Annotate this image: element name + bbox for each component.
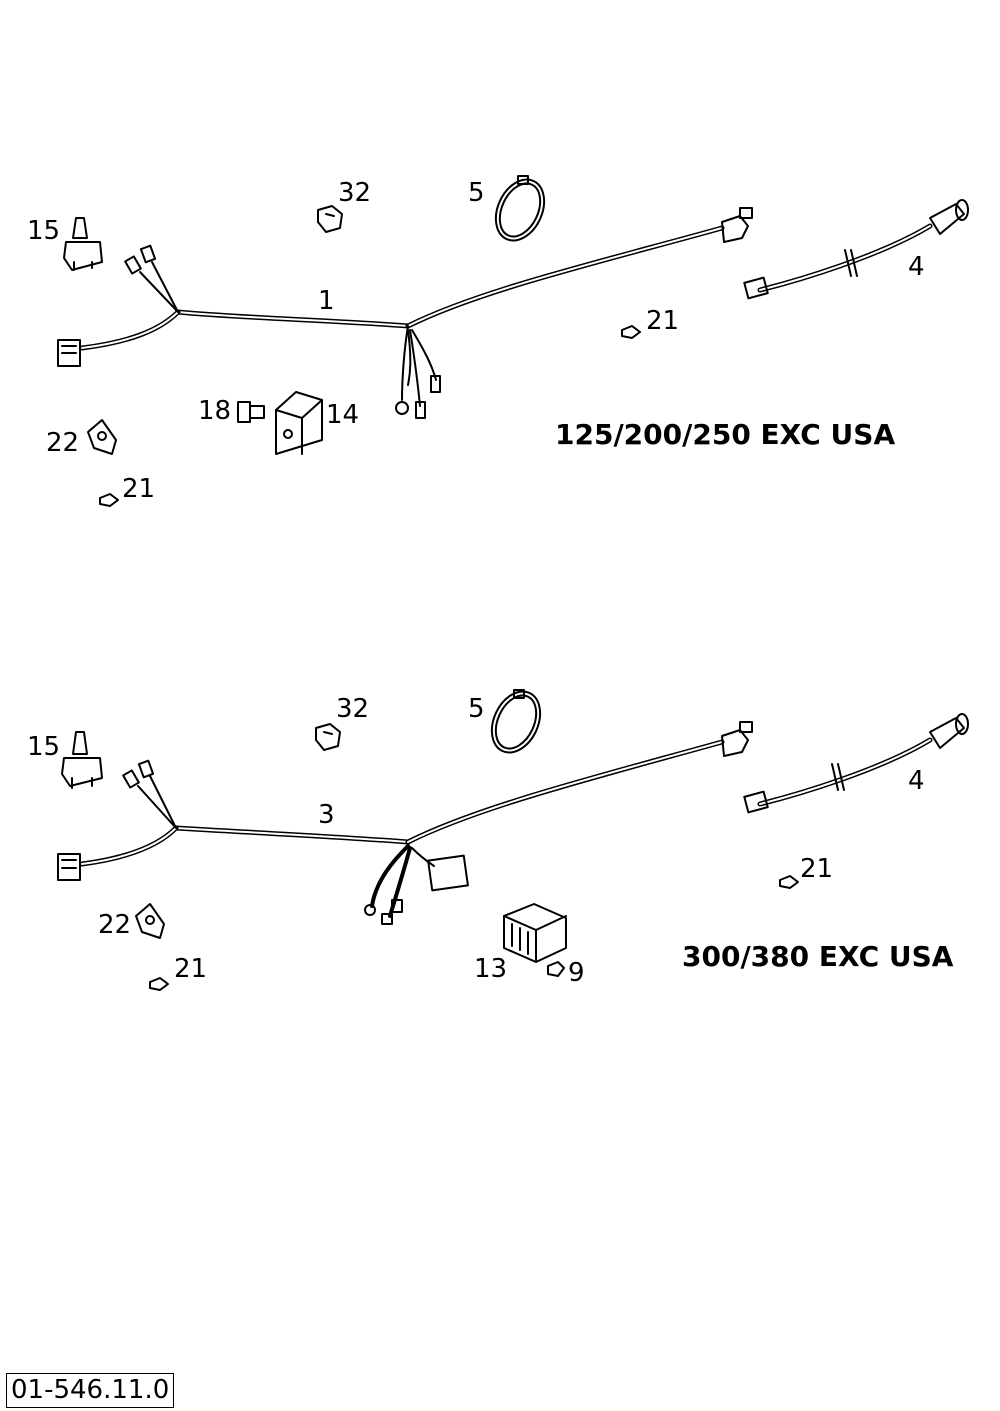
callout-5: 5 <box>468 694 485 724</box>
callout-18: 18 <box>198 396 232 426</box>
panel-1-drawing <box>57 175 969 507</box>
callout-9: 9 <box>568 958 585 988</box>
cable-4-part <box>743 199 969 300</box>
bolt-18-part <box>237 401 265 423</box>
callout-14: 14 <box>326 400 360 430</box>
switch-15-part-2 <box>61 731 103 789</box>
callout-21: 21 <box>122 474 156 504</box>
model-title: 300/380 EXC USA <box>682 940 954 973</box>
callout-1: 1 <box>318 286 335 316</box>
cable-tie-5-part <box>494 175 546 242</box>
screw-9-part <box>547 961 565 977</box>
bracket-22-part <box>87 419 117 455</box>
nut-21a-part <box>621 325 641 339</box>
callout-22: 22 <box>46 428 80 458</box>
cable-tie-5-part-2 <box>490 689 542 754</box>
callout-4: 4 <box>908 766 925 796</box>
callout-5: 5 <box>468 178 485 208</box>
panel-2-drawing <box>57 689 969 991</box>
relay-14-part <box>275 391 323 455</box>
callout-3: 3 <box>318 800 335 830</box>
callout-21: 21 <box>646 306 680 336</box>
bracket-22-part-2 <box>135 903 165 939</box>
wiring-harness-3 <box>57 721 753 925</box>
callout-15: 15 <box>27 216 61 246</box>
nut-21a-part-2 <box>779 875 799 889</box>
switch-15-part <box>63 217 103 271</box>
regulator-13-part <box>503 903 567 963</box>
clip-32-part-2 <box>315 723 341 751</box>
clip-32-part <box>317 205 343 233</box>
callout-21: 21 <box>800 854 834 884</box>
document-number: 01-546.11.0 <box>6 1373 175 1408</box>
nut-21b-part-2 <box>149 977 169 991</box>
model-title: 125/200/250 EXC USA <box>555 418 896 451</box>
callout-22: 22 <box>98 910 132 940</box>
cable-4-part-2 <box>743 713 969 814</box>
callout-21: 21 <box>174 954 208 984</box>
callout-15: 15 <box>27 732 61 762</box>
wiring-harness-1 <box>57 207 753 419</box>
nut-21b-part <box>99 493 119 507</box>
callout-32: 32 <box>336 694 370 724</box>
callout-13: 13 <box>474 954 508 984</box>
callout-32: 32 <box>338 178 372 208</box>
callout-4: 4 <box>908 252 925 282</box>
